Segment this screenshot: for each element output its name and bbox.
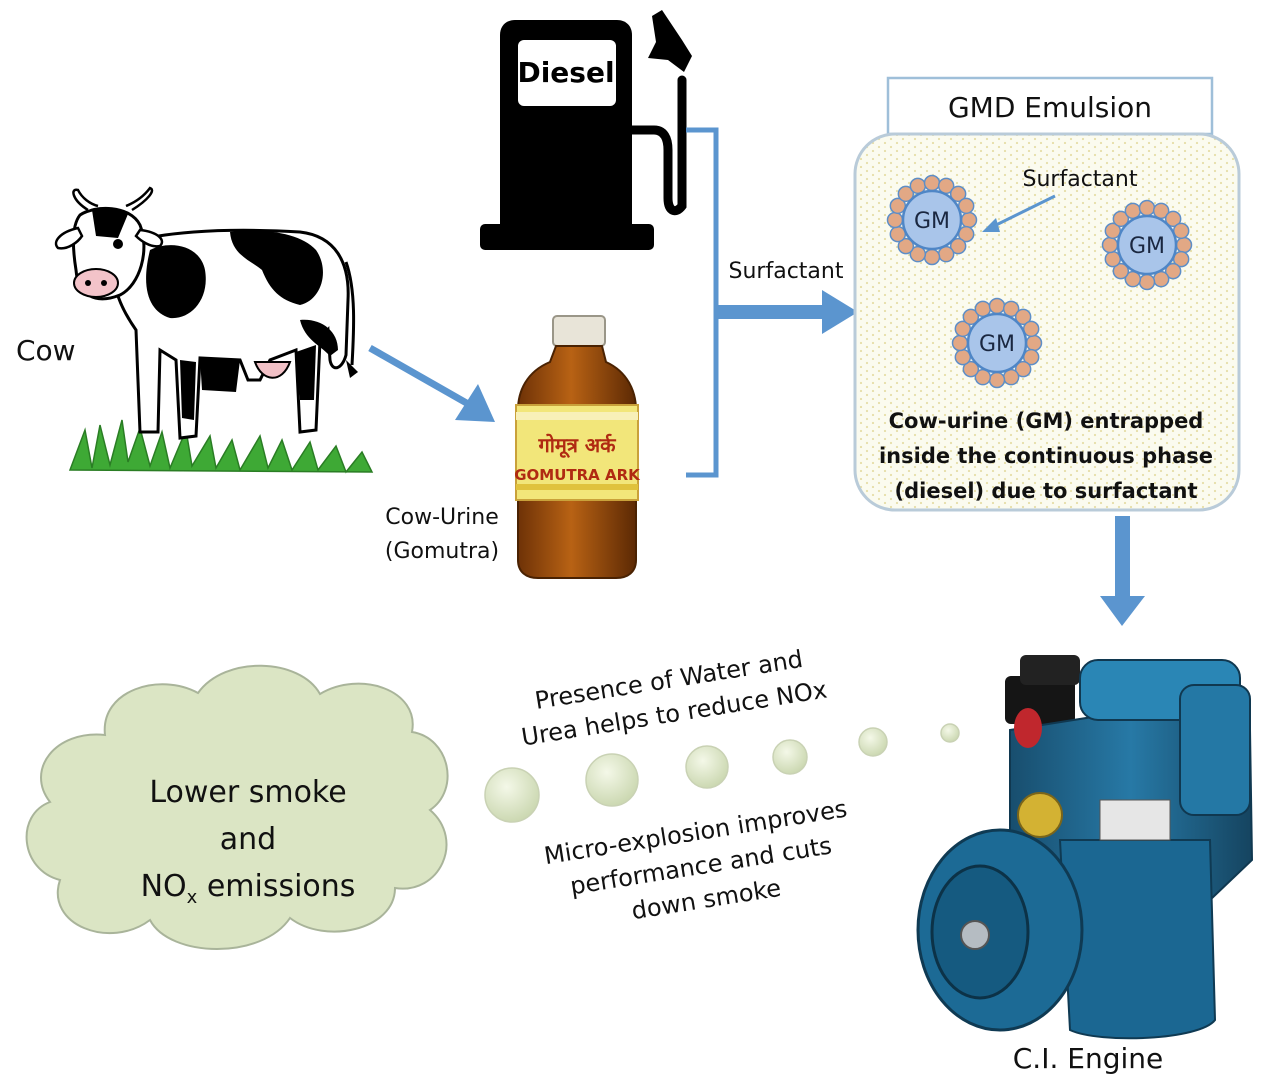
thought-bubbles [484,723,960,823]
surfactant-molecule [1112,210,1130,228]
gm-droplet-core [901,189,963,251]
surfactant-molecule [1152,270,1170,288]
surfactant-molecule [1164,262,1182,280]
surfactant-inner-label: Surfactant [1023,167,1138,192]
grass [68,419,374,474]
gm-droplet-core [1116,214,1178,276]
surfactant-molecule [923,174,941,192]
surfactant-molecule [960,211,978,229]
surfactant-molecule [962,360,980,378]
emissions-cloud [25,664,449,950]
surfactant-arrow-label: Surfactant [729,259,844,284]
droplets-group: GM GM GM [886,174,1193,389]
surfactant-molecule [1175,236,1193,254]
emulsion-desc-line1: Cow-urine (GM) entrapped [889,409,1204,433]
surfactant-molecule [897,237,915,255]
surfactant-molecule [937,245,955,263]
cloud-line3: NOx emissions [141,869,356,908]
urine-label-line2: (Gomutra) [385,539,499,564]
gm-droplet-core [966,312,1028,374]
surfactant-molecule [1014,360,1032,378]
surfactant-molecule [1014,308,1032,326]
surfactant-molecule [988,371,1006,389]
surfactant-molecule [1022,320,1040,338]
surfactant-molecule [1101,236,1119,254]
diesel-pump-icon [480,10,692,250]
emulsion-title-box [886,76,1214,136]
surfactant-molecule [1138,273,1156,291]
surfactant-molecule [1025,334,1043,352]
surfactant-molecule [1112,262,1130,280]
cloud-line2: and [220,822,276,857]
emulsion-desc-line2: inside the continuous phase [879,444,1213,468]
gm-droplet: GM [1101,199,1193,291]
surfactant-molecule [954,348,972,366]
cow-illustration [54,186,374,474]
surfactant-molecule [988,297,1006,315]
surfactant-molecule [923,248,941,266]
surfactant-molecule [951,334,969,352]
surfactant-molecule [1172,222,1190,240]
emulsion-desc-line3: (diesel) due to surfactant [895,479,1198,503]
gomutra-bottle [515,315,639,579]
surfactant-molecule [886,211,904,229]
cloud-nox-subscript: x [187,887,198,908]
cloud-line1: Lower smoke [149,775,346,810]
pump-label: Diesel [517,56,614,89]
cow-label: Cow [16,334,76,367]
gm-droplet-label: GM [1129,234,1165,259]
gm-droplet-label: GM [914,209,950,234]
gm-droplet-label: GM [979,332,1015,357]
ci-engine-illustration [916,655,1254,1040]
surfactant-molecule [1124,202,1142,220]
gm-droplet: GM [951,297,1043,389]
benefit-micro-explosion: Micro-explosion improves performance and… [542,795,849,926]
surfactant-molecule [1104,250,1122,268]
benefit-water-urea: Presence of Water and Urea helps to redu… [519,645,829,752]
emulsion-title: GMD Emulsion [948,91,1152,124]
surfactant-molecule [962,308,980,326]
surfactant-molecule [909,177,927,195]
urine-label-line1: Cow-Urine [385,505,499,530]
cloud-nox: NO [141,869,187,904]
surfactant-molecule [889,225,907,243]
arrow-cow-to-urine [368,344,495,422]
bottle-english-label: GOMUTRA ARK [514,466,641,484]
surfactant-molecule [949,237,967,255]
surfactant-pointer-arrow [982,194,1056,232]
engine-label: C.I. Engine [1013,1042,1163,1075]
surfactant-molecule [1002,368,1020,386]
surfactant-molecule [974,300,992,318]
surfactant-molecule [949,185,967,203]
arrow-emulsion-to-engine [1100,516,1145,626]
surfactant-molecule [1138,199,1156,217]
cloud-emissions: emissions [197,869,355,904]
surfactant-molecule [957,197,975,215]
gm-droplet: GM [886,174,978,266]
bottle-hindi-label: गोमूत्र अर्क [537,433,617,458]
surfactant-molecule [897,185,915,203]
surfactant-molecule [1164,210,1182,228]
merge-bracket [686,127,858,478]
